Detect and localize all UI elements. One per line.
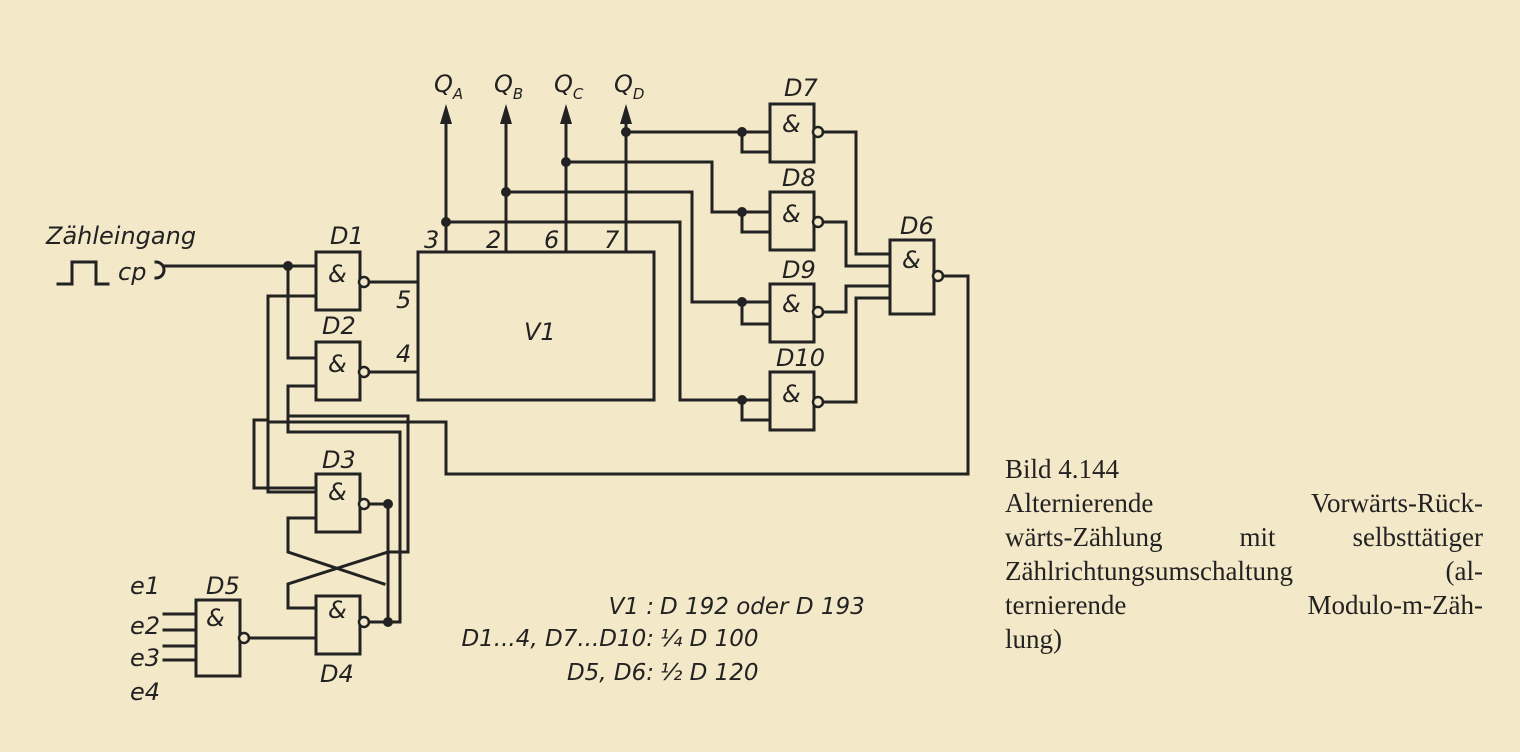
caption-line-3: Zählrichtungsumschaltung (al- [1005, 556, 1483, 586]
pin-2: 2 [486, 226, 501, 254]
note-1-left: V1 : [609, 594, 654, 620]
figure-caption: Bild 4.144 Alternierende Vorwärts-Rück- … [1005, 452, 1483, 656]
gate-d2-label: D2 [322, 312, 356, 340]
pin-3: 3 [424, 226, 439, 254]
clock-pulse-icon [56, 260, 110, 286]
svg-text:&: & [782, 200, 801, 228]
caption-line-5: lung) [1005, 624, 1062, 654]
gate-d7-label: D7 [784, 74, 818, 102]
svg-text:&: & [782, 110, 801, 138]
pin-6: 6 [544, 226, 559, 254]
counter-label: V1 [524, 318, 556, 346]
gate-d1-symbol: & [328, 260, 347, 288]
note-3-right: ½ D 120 [660, 660, 759, 686]
gate-d2-symbol: & [328, 350, 347, 378]
output-qa: QA [434, 70, 463, 103]
arrow-qb-icon [500, 104, 512, 124]
output-qc: QC [554, 70, 584, 103]
cp-label: cp [118, 258, 146, 286]
gate-d9-label: D9 [782, 256, 816, 284]
gate-d5-label: D5 [206, 572, 240, 600]
gate-d4-label: D4 [320, 660, 354, 688]
input-e2: e2 [130, 612, 160, 640]
svg-text:&: & [328, 478, 347, 506]
arrow-qc-icon [560, 104, 572, 124]
input-e4: e4 [130, 678, 160, 706]
note-2-right: ¼ D 100 [660, 626, 759, 652]
arrow-qa-icon [440, 104, 452, 124]
pin-7: 7 [604, 226, 620, 254]
output-qb: QB [494, 70, 523, 103]
svg-text:&: & [206, 604, 225, 632]
note-3-left: D5, D6: [567, 660, 654, 686]
arrow-qd-icon [620, 104, 632, 124]
svg-text:&: & [782, 380, 801, 408]
gate-d8-label: D8 [782, 164, 816, 192]
caption-line-1: Alternierende Vorwärts-Rück- [1005, 488, 1483, 518]
output-qd: QD [614, 70, 644, 103]
gate-d3-label: D3 [322, 446, 356, 474]
counter-v1 [416, 250, 656, 402]
svg-text:&: & [782, 290, 801, 318]
svg-text:&: & [328, 596, 347, 624]
caption-line-4: ternierende Modulo-m-Zäh- [1005, 590, 1483, 620]
pin-5: 5 [396, 286, 411, 314]
gate-d10-label: D10 [776, 344, 825, 372]
pin-4: 4 [396, 340, 411, 368]
input-label: Zähleingang [45, 222, 196, 250]
gate-d1-label: D1 [330, 222, 364, 250]
note-2-left: D1...4, D7...D10: [461, 626, 654, 652]
svg-text:&: & [902, 246, 921, 274]
input-e3: e3 [130, 644, 160, 672]
caption-line-2: wärts-Zählung mit selbsttätiger [1005, 522, 1483, 552]
input-terminal-icon [154, 260, 166, 280]
note-1-right: D 192 oder D 193 [660, 594, 865, 620]
gate-d6-label: D6 [900, 212, 934, 240]
caption-title: Bild 4.144 [1005, 454, 1120, 484]
input-e1: e1 [130, 572, 160, 600]
